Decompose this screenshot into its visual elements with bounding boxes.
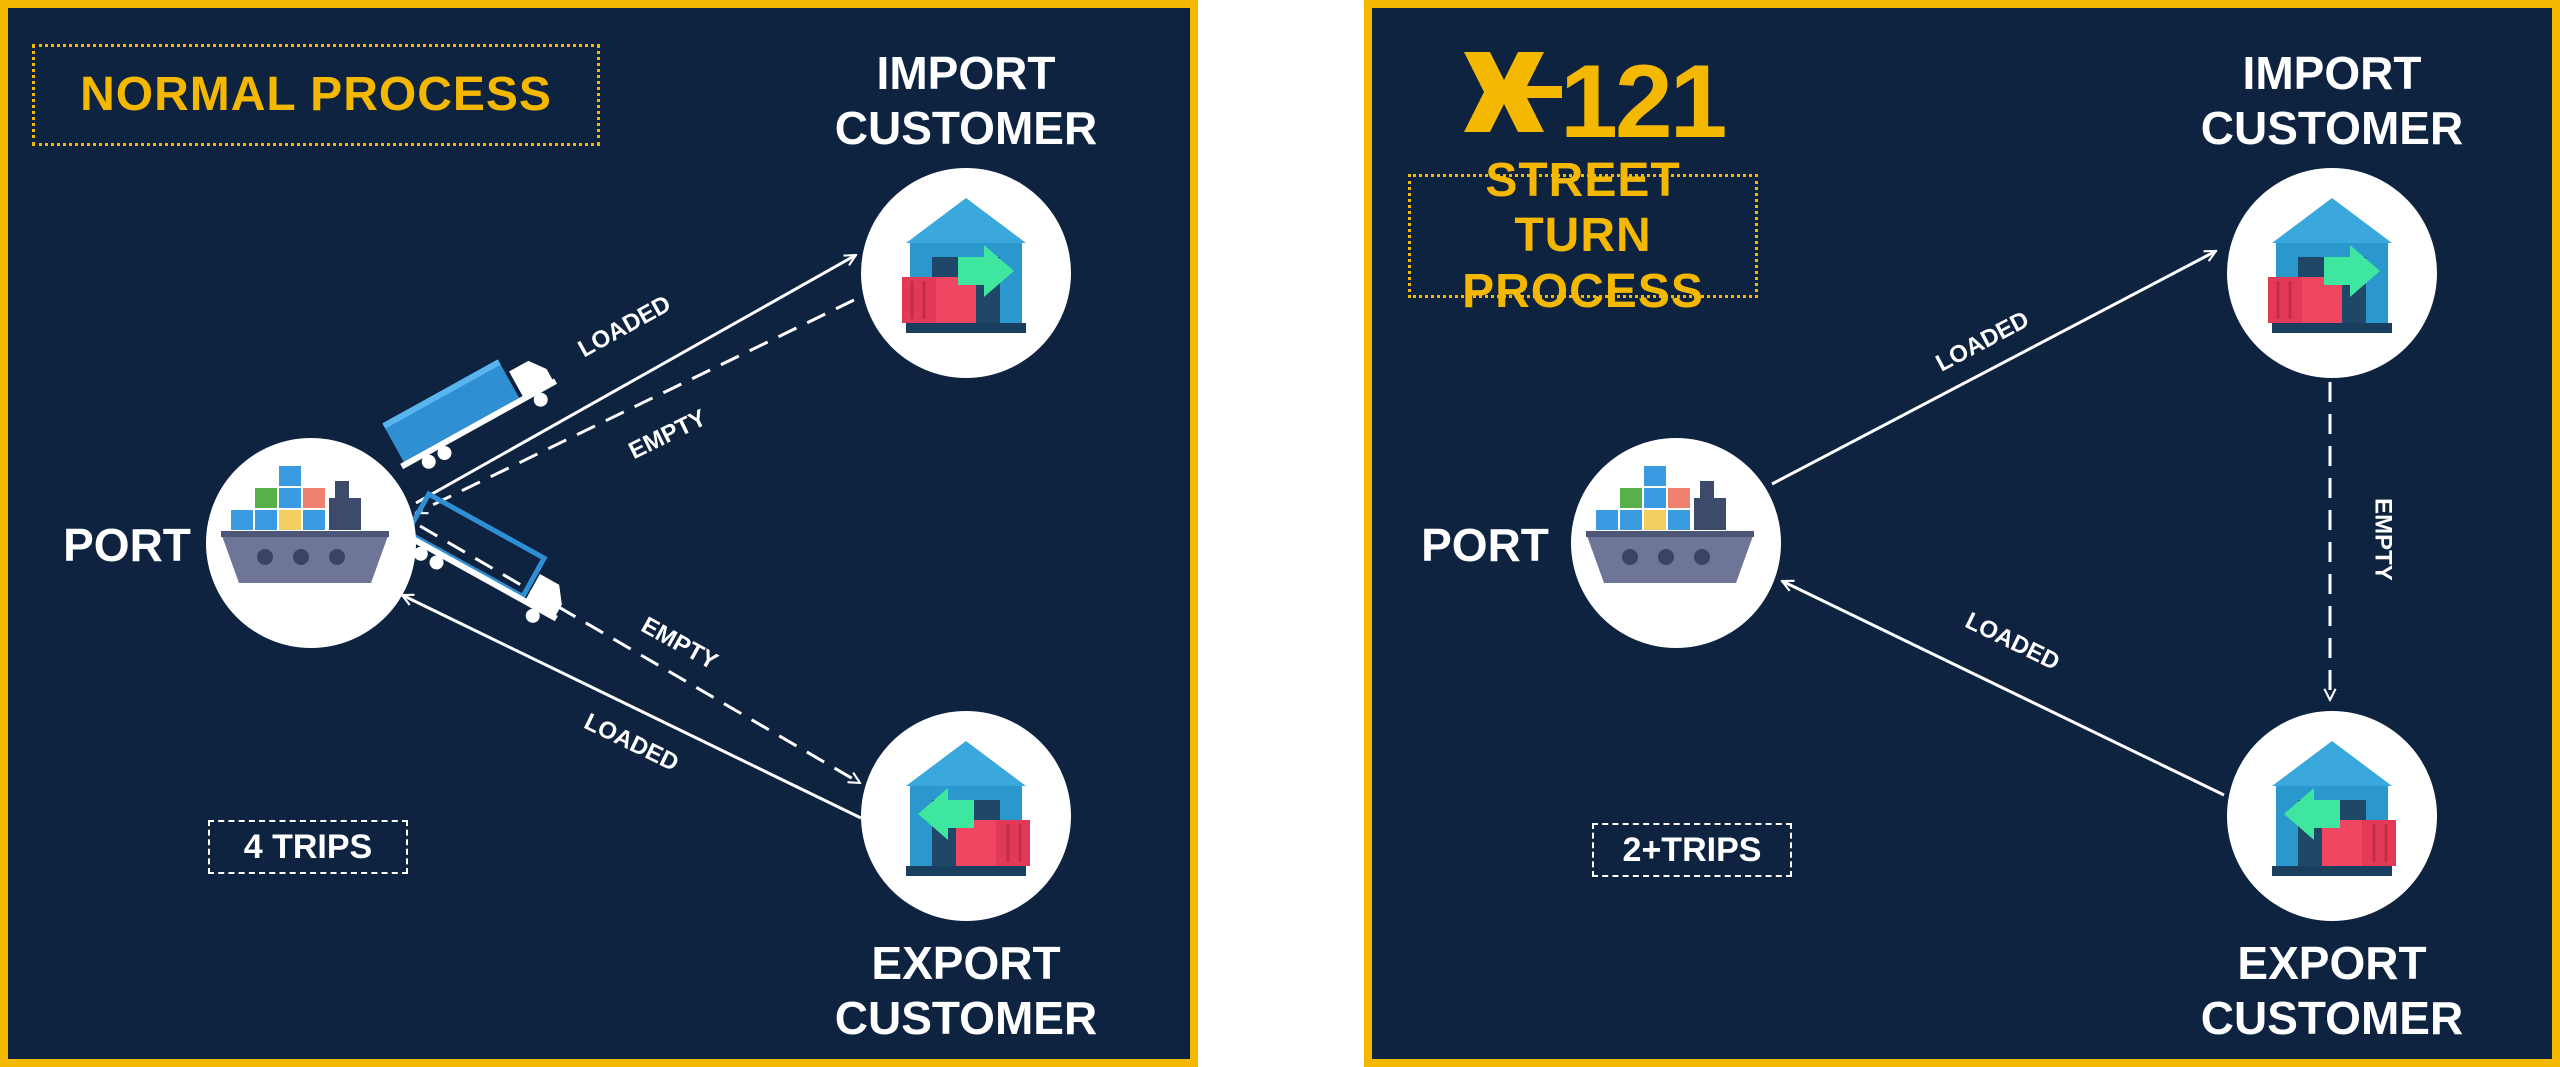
edge-export-to-port-loaded [1782, 579, 2225, 797]
warehouse-export-icon [2225, 709, 2439, 923]
edge-port-to-import-loaded [415, 253, 856, 505]
import-customer-label: IMPORT CUSTOMER [834, 47, 1098, 155]
import-customer-label: IMPORT CUSTOMER [2200, 47, 2464, 155]
edge-port-to-export-empty [419, 524, 860, 785]
normal-process-diagram [206, 166, 1073, 923]
ship-icon [1571, 438, 1781, 648]
trip-count-box: 2+TRIPS [1592, 823, 1792, 877]
warehouse-import-icon [859, 166, 1073, 380]
port-label: PORT [1421, 519, 1549, 571]
edge-export-to-port-loaded [402, 593, 862, 820]
x-logo-icon [1464, 52, 1562, 132]
normal-process-title: NORMAL PROCESS [32, 44, 600, 146]
logo-wordmark: 121 [1560, 44, 1728, 160]
ship-icon [206, 438, 416, 648]
trip-count-box: 4 TRIPS [208, 820, 408, 874]
truck-loaded-icon [378, 340, 564, 481]
warehouse-export-icon [859, 709, 1073, 923]
warehouse-import-icon [2225, 166, 2439, 380]
edge-label-transfer-empty: EMPTY [2369, 498, 2397, 581]
export-customer-label: EXPORT CUSTOMER [834, 937, 1098, 1045]
street-turn-panel: 121 STREET TURN PROCESS PORT IMPORT CUST… [1364, 0, 2560, 1067]
truck-empty-icon [395, 492, 579, 632]
street-turn-title: STREET TURN PROCESS [1408, 154, 1758, 318]
edge-port-to-import-loaded [1771, 249, 2216, 486]
street-turn-diagram [1464, 52, 2439, 923]
export-customer-label: EXPORT CUSTOMER [2200, 937, 2464, 1045]
edge-import-to-port-empty [416, 298, 855, 515]
port-label: PORT [63, 519, 191, 571]
normal-process-panel: NORMAL PROCESS PORT IMPORT CUSTOMER EXPO… [0, 0, 1198, 1067]
